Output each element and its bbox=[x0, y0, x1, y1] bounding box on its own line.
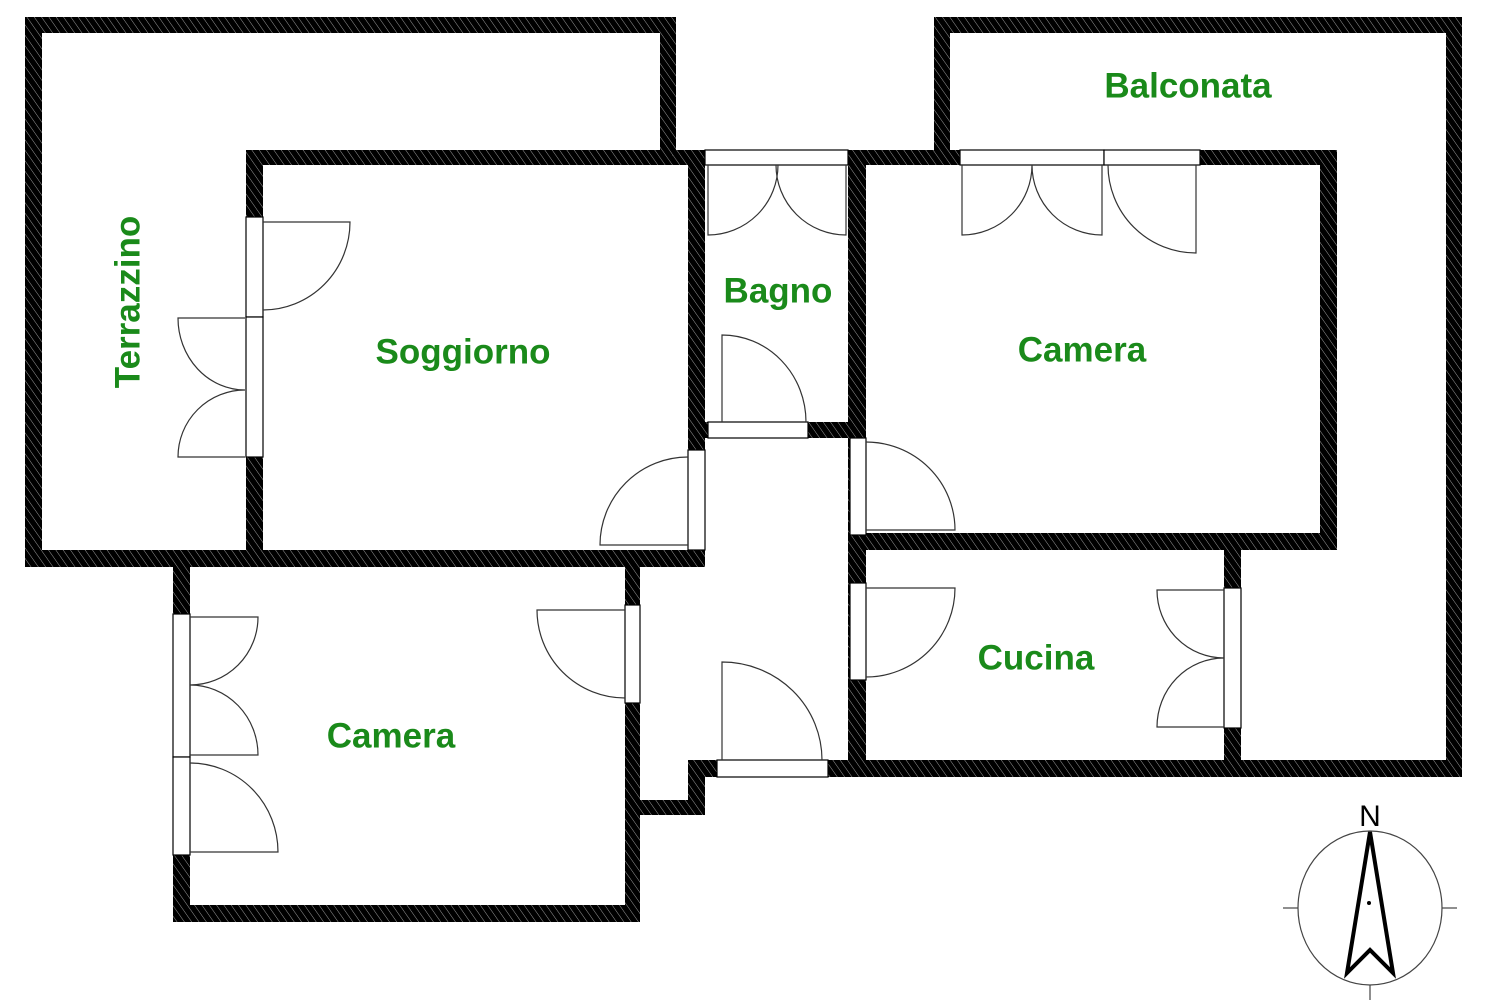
north-label: N bbox=[1359, 800, 1381, 833]
windows-and-openings bbox=[172, 149, 1242, 856]
room-label-soggiorno: Soggiorno bbox=[376, 332, 551, 371]
room-label-balconata: Balconata bbox=[1104, 66, 1272, 105]
room-labels: Terrazzino Balconata Soggiorno Bagno Cam… bbox=[108, 66, 1272, 755]
door-swings bbox=[177, 164, 1225, 853]
room-label-terrazzino: Terrazzino bbox=[108, 216, 147, 388]
north-arrow-icon: N bbox=[1283, 800, 1457, 1000]
room-label-bagno: Bagno bbox=[724, 271, 833, 310]
room-label-camera-ne: Camera bbox=[1018, 330, 1147, 369]
room-label-cucina: Cucina bbox=[978, 638, 1095, 677]
room-label-camera-sw: Camera bbox=[327, 716, 456, 755]
